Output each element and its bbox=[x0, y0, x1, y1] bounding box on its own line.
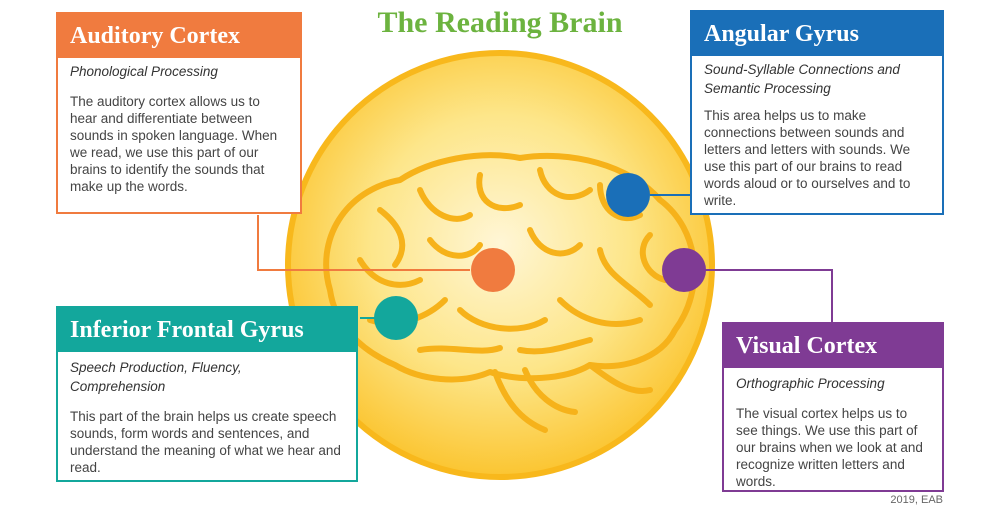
visual-connector bbox=[705, 269, 833, 322]
auditory-dot bbox=[471, 248, 515, 292]
visual-cortex-card: Visual Cortex Orthographic Processing Th… bbox=[722, 322, 944, 492]
auditory-cortex-subheading: Phonological Processing bbox=[70, 64, 218, 79]
inferior-frontal-gyrus-card: Inferior Frontal Gyrus Speech Production… bbox=[56, 306, 358, 482]
angular-gyrus-subheading: Sound-Syllable Connections and Semantic … bbox=[704, 62, 900, 96]
visual-dot bbox=[662, 248, 706, 292]
auditory-cortex-heading: Auditory Cortex bbox=[58, 14, 300, 58]
angular-gyrus-heading: Angular Gyrus bbox=[692, 12, 942, 56]
angular-gyrus-card: Angular Gyrus Sound-Syllable Connections… bbox=[690, 10, 944, 215]
inferior-frontal-gyrus-heading: Inferior Frontal Gyrus bbox=[58, 308, 356, 352]
visual-cortex-body: The visual cortex helps us to see things… bbox=[736, 406, 923, 489]
inferior-dot bbox=[374, 296, 418, 340]
credit-text: 2019, EAB bbox=[890, 494, 943, 506]
inferior-frontal-gyrus-body: This part of the brain helps us create s… bbox=[70, 409, 341, 475]
page-title: The Reading Brain bbox=[377, 6, 623, 39]
auditory-cortex-body: The auditory cortex allows us to hear an… bbox=[70, 94, 278, 194]
angular-gyrus-body: This area helps us to make connections b… bbox=[704, 108, 911, 208]
auditory-cortex-card: Auditory Cortex Phonological Processing … bbox=[56, 12, 302, 214]
brain-icon bbox=[323, 152, 698, 433]
inferior-frontal-gyrus-subheading: Speech Production, Fluency, Comprehensio… bbox=[70, 360, 242, 394]
visual-cortex-subheading: Orthographic Processing bbox=[736, 376, 885, 391]
visual-cortex-heading: Visual Cortex bbox=[724, 324, 942, 368]
auditory-connector bbox=[257, 215, 470, 271]
angular-dot bbox=[606, 173, 650, 217]
